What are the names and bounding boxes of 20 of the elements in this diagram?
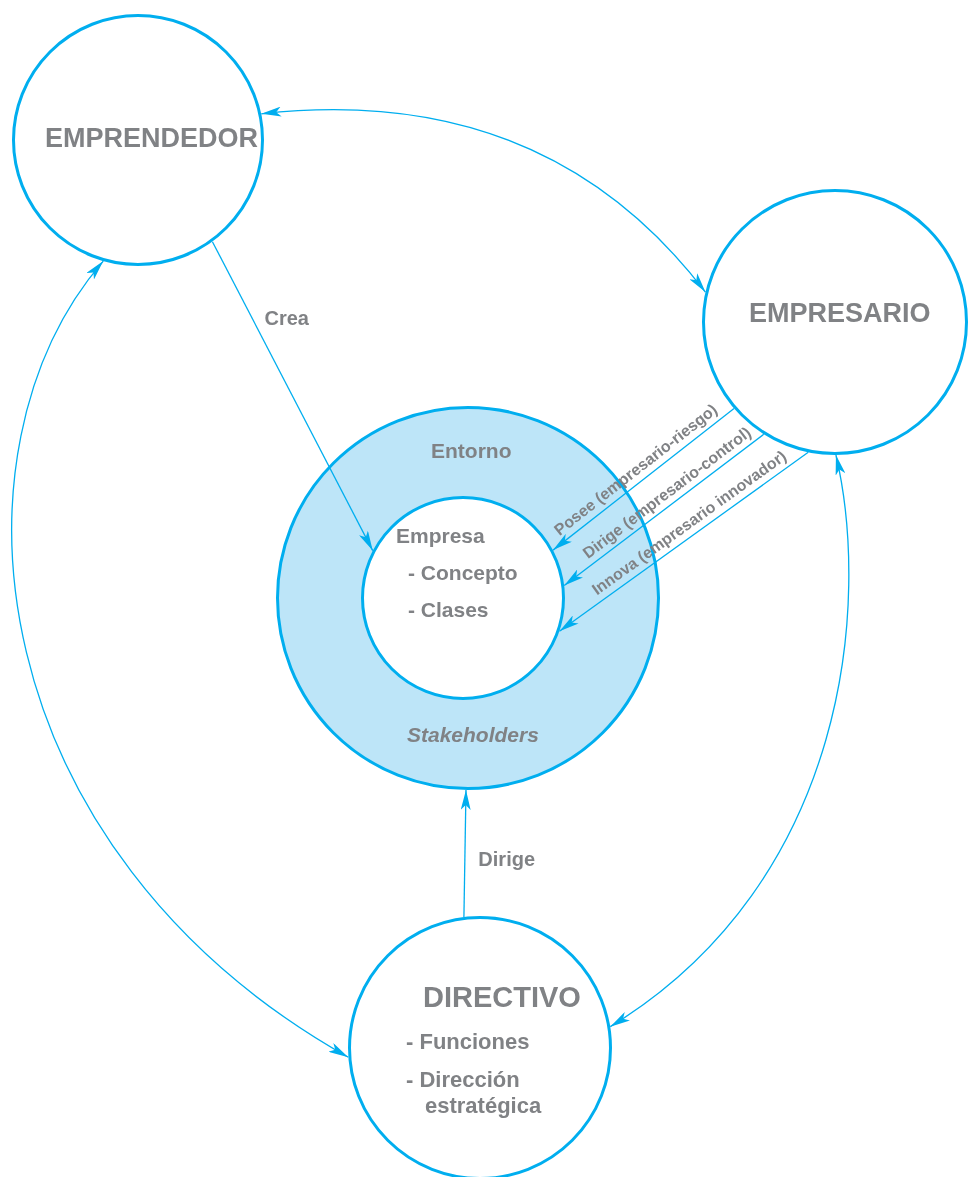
edge-label: Crea	[264, 307, 309, 331]
arrow	[11, 260, 349, 1058]
node-text: - Dirección estratégica	[406, 1067, 543, 1119]
node-text: - Funciones	[406, 1029, 530, 1055]
node-text: - Concepto	[408, 561, 518, 585]
arrow	[260, 107, 707, 293]
arrow	[609, 454, 850, 1028]
node-title: EMPRENDEDOR	[45, 123, 259, 154]
arrow	[558, 451, 809, 632]
node-title: Entorno	[431, 439, 512, 463]
node-text: - Clases	[408, 598, 489, 622]
arrow	[563, 433, 765, 587]
node-title: DIRECTIVO	[423, 981, 581, 1014]
edge-label: Dirige	[478, 848, 536, 872]
node-title: Empresa	[396, 524, 485, 548]
arrow	[211, 241, 374, 552]
node-text: Stakeholders	[407, 723, 539, 747]
arrow	[552, 407, 735, 551]
arrow	[460, 789, 471, 918]
node-title: EMPRESARIO	[749, 298, 931, 329]
